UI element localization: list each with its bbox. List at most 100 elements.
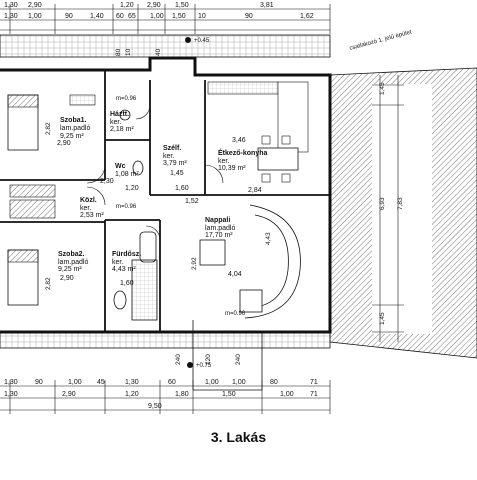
svg-text:240: 240 bbox=[175, 354, 182, 365]
svg-text:4,04: 4,04 bbox=[228, 271, 242, 278]
room-nappali-area: 17,70 m² bbox=[205, 232, 233, 239]
svg-text:1,52: 1,52 bbox=[185, 198, 199, 205]
svg-text:1,60: 1,60 bbox=[120, 280, 134, 287]
top-dimension-lines bbox=[0, 4, 331, 34]
level-bottom: +0.75 bbox=[196, 363, 212, 369]
svg-text:2,84: 2,84 bbox=[248, 187, 262, 194]
dim-top2-10: 1,62 bbox=[300, 13, 314, 20]
room-kozl-area: 2,53 m² bbox=[80, 212, 104, 219]
svg-text:120: 120 bbox=[205, 354, 212, 365]
washbasin-icon bbox=[139, 231, 157, 263]
toilet-icon bbox=[113, 290, 127, 310]
room-furdo-area: 4,43 m² bbox=[112, 266, 136, 273]
dim-top2-6: 1,00 bbox=[150, 13, 164, 20]
room-szoba1-area: 9,25 m² bbox=[60, 133, 84, 140]
dim-top1-0: 1,30 bbox=[4, 2, 18, 9]
svg-text:80: 80 bbox=[270, 379, 278, 386]
room-szelf-floor: ker. bbox=[163, 153, 174, 160]
top-dimension-texts: 1,30 2,90 1,20 2,90 1,50 3,81 1,30 1,00 … bbox=[4, 2, 314, 20]
plan-title: 3. Lakás bbox=[210, 429, 267, 445]
svg-text:45: 45 bbox=[97, 379, 105, 386]
svg-text:1,30: 1,30 bbox=[4, 391, 18, 398]
room-nappali-floor: lam.padló bbox=[205, 225, 235, 232]
room-szoba2-floor: lam.padló bbox=[58, 259, 88, 266]
svg-text:1,20: 1,20 bbox=[125, 391, 139, 398]
svg-text:40: 40 bbox=[155, 48, 162, 56]
dim-top1-5: 3,81 bbox=[260, 2, 274, 9]
top-terrace bbox=[0, 34, 331, 58]
svg-text:2,82: 2,82 bbox=[45, 277, 52, 290]
wardrobe-icon bbox=[69, 94, 96, 106]
room-etkezo-area: 10,39 m² bbox=[218, 165, 246, 172]
level-top: +0.45 bbox=[194, 38, 210, 44]
room-furdo-floor: ker. bbox=[112, 259, 123, 266]
interior-walls bbox=[0, 70, 330, 332]
svg-text:80: 80 bbox=[115, 48, 122, 56]
room-kozl-name: Közl. bbox=[80, 197, 97, 204]
bottom-dimension-texts: 1,30 90 1,00 45 1,30 60 1,00 1,00 80 71 … bbox=[4, 379, 318, 410]
room-etkezo-floor: ker. bbox=[218, 158, 229, 165]
dim-top1-3: 2,90 bbox=[147, 2, 161, 9]
kitchen-counter bbox=[207, 81, 279, 95]
dim-top2-9: 90 bbox=[245, 13, 253, 20]
dim-top2-0: 1,30 bbox=[4, 13, 18, 20]
side-dim-0: 1,45 bbox=[379, 82, 386, 95]
svg-text:71: 71 bbox=[310, 391, 318, 398]
side-dimension-lines bbox=[372, 75, 404, 342]
svg-text:2,30: 2,30 bbox=[100, 178, 114, 185]
svg-text:1,30: 1,30 bbox=[125, 379, 139, 386]
svg-text:1,80: 1,80 bbox=[175, 391, 189, 398]
room-labels: Szoba1. lam.padló 9,25 m² Háztt. ker. 2,… bbox=[58, 111, 268, 273]
room-furdo-name: Fürdősz. bbox=[112, 251, 141, 258]
svg-text:2,90: 2,90 bbox=[60, 275, 74, 282]
svg-text:71: 71 bbox=[310, 379, 318, 386]
inner-dimensions: 2,90 2,82 1,20 1,45 2,30 1,60 2,84 1,52 … bbox=[45, 122, 272, 290]
room-wc-area: 1,08 m² bbox=[115, 171, 139, 178]
svg-text:3,46: 3,46 bbox=[232, 137, 246, 144]
side-small-dims: 40 10 80 240 120 240 bbox=[115, 48, 242, 365]
dim-top1-1: 2,90 bbox=[28, 2, 42, 9]
dim-top1-2: 1,20 bbox=[120, 2, 134, 9]
svg-text:4,43: 4,43 bbox=[265, 232, 272, 245]
bottom-terrace bbox=[0, 331, 331, 349]
level-markers: +0.45 +0.75 m=0.96 m=0.96 m=0.96 bbox=[116, 37, 246, 369]
dim-top2-4: 60 bbox=[116, 13, 124, 20]
svg-text:1,30: 1,30 bbox=[4, 379, 18, 386]
hall-storage bbox=[9, 199, 56, 219]
side-dim-3: 1,45 bbox=[379, 312, 386, 325]
dim-top2-2: 90 bbox=[65, 13, 73, 20]
bottom-dimension-lines bbox=[0, 380, 331, 414]
sofa-icon bbox=[199, 204, 301, 319]
room-haztt-area: 2,18 m² bbox=[110, 126, 134, 133]
room-szoba2-area: 9,25 m² bbox=[58, 266, 82, 273]
dim-top2-5: 65 bbox=[128, 13, 136, 20]
svg-text:240: 240 bbox=[235, 354, 242, 365]
room-kozl-floor: ker. bbox=[80, 205, 91, 212]
washbasin-icon bbox=[119, 109, 131, 121]
svg-text:10: 10 bbox=[125, 48, 132, 56]
room-haztt-name: Háztt. bbox=[110, 111, 129, 118]
dining-table-icon bbox=[257, 135, 299, 183]
toilet-icon bbox=[132, 160, 144, 176]
room-wc-name: Wc bbox=[115, 163, 126, 170]
side-dim-1: 6,93 bbox=[379, 197, 386, 210]
svg-text:9,50: 9,50 bbox=[148, 403, 162, 410]
svg-text:1,00: 1,00 bbox=[280, 391, 294, 398]
room-szoba1-name: Szoba1. bbox=[60, 117, 87, 124]
room-szelf-name: Szélf. bbox=[163, 145, 181, 152]
door-swings bbox=[86, 104, 224, 241]
dim-top2-8: 10 bbox=[198, 13, 206, 20]
room-nappali-name: Nappali bbox=[205, 217, 230, 224]
svg-text:1,45: 1,45 bbox=[170, 170, 184, 177]
room-haztt-floor: ker. bbox=[110, 119, 121, 126]
room-etkezo-name: Étkező-konyha bbox=[218, 148, 268, 157]
room-szoba2-name: Szoba2. bbox=[58, 251, 85, 258]
svg-text:2,90: 2,90 bbox=[57, 140, 71, 147]
svg-text:2,92: 2,92 bbox=[191, 257, 198, 270]
svg-text:1,50: 1,50 bbox=[222, 391, 236, 398]
dim-top2-1: 1,00 bbox=[28, 13, 42, 20]
side-dim-2: 7,83 bbox=[397, 197, 404, 210]
svg-text:1,00: 1,00 bbox=[68, 379, 82, 386]
svg-text:2,90: 2,90 bbox=[62, 391, 76, 398]
